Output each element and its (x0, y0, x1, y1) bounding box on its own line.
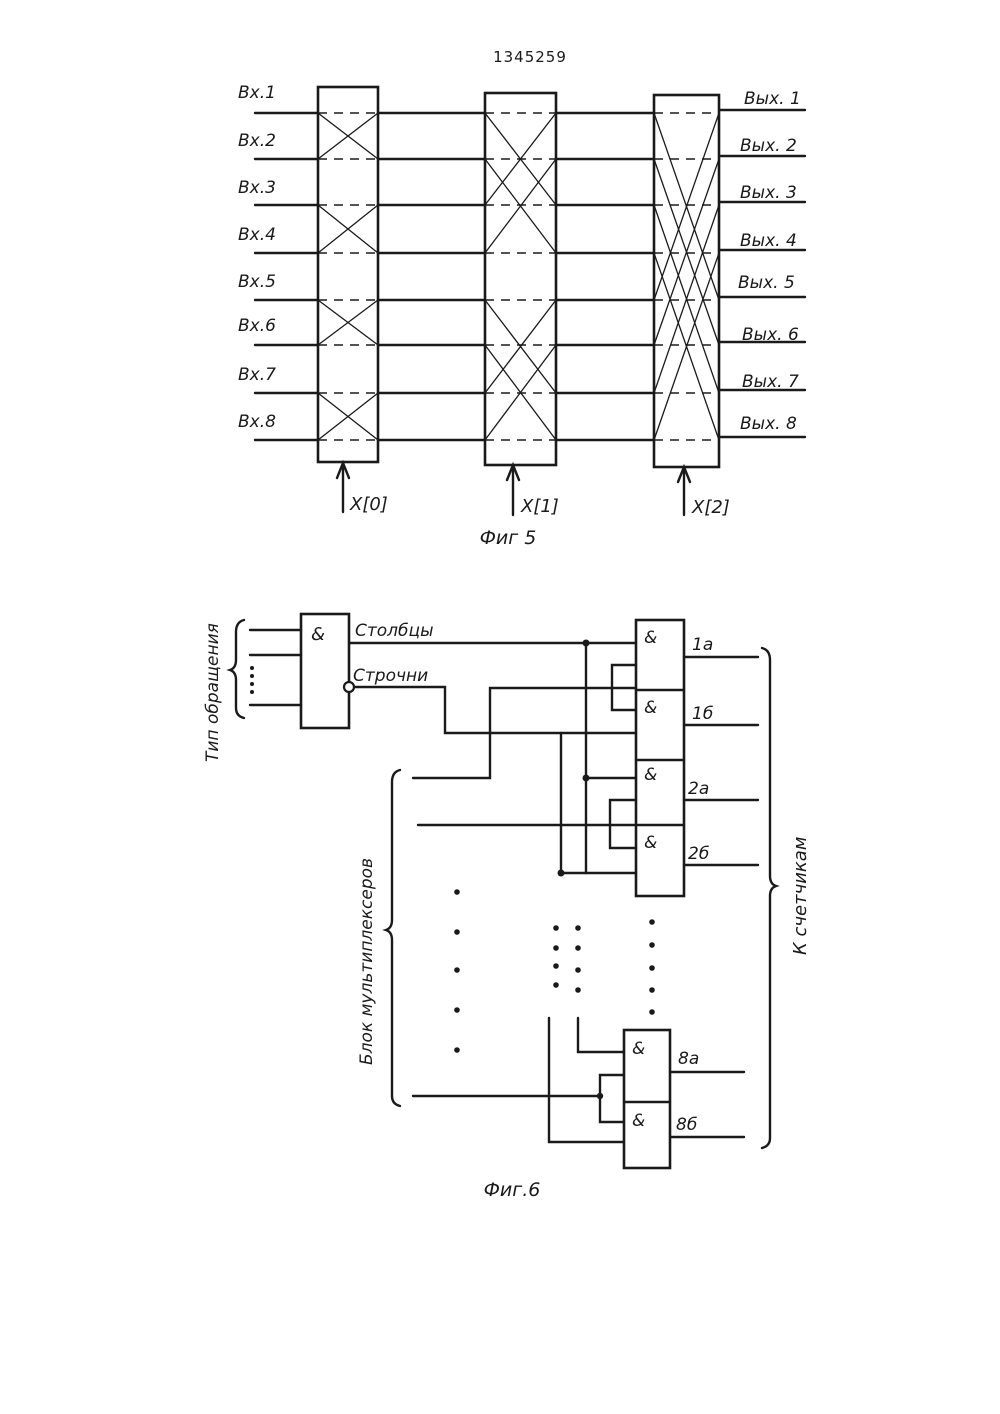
access-input-dots (250, 666, 254, 694)
gate-2a-symbol: & (644, 765, 657, 785)
output-label-6: Вых. 6 (742, 325, 799, 345)
input-label-1: Вх.1 (238, 83, 276, 103)
output-label-5: Вых. 5 (738, 273, 795, 293)
control-label-x1: X[1] (520, 496, 559, 517)
output-gates-lower (624, 1030, 670, 1168)
rows-label: Строчни (353, 666, 428, 686)
input-label-7: Вх.7 (238, 365, 276, 385)
stage-0-box (318, 87, 378, 462)
mux-block-label: Блок мультиплексеров (357, 858, 377, 1065)
counters-brace (762, 648, 776, 1148)
continuation-dots (454, 889, 655, 1053)
control-x0: X[0] (337, 463, 388, 515)
output-2b-label: 2б (688, 844, 709, 864)
gate-1b-symbol: & (644, 698, 657, 718)
to-counters-label: К счетчикам (790, 837, 811, 955)
gate-1a-symbol: & (644, 628, 657, 648)
control-x2: X[2] (678, 467, 730, 518)
columns-label: Столбцы (355, 621, 434, 641)
gate-8a-symbol: & (632, 1039, 645, 1059)
gate-8b-symbol: & (632, 1111, 645, 1131)
access-type-label: Тип обращения (203, 623, 223, 762)
output-label-3: Вых. 3 (740, 183, 797, 203)
patent-number: 1345259 (493, 48, 567, 66)
output-gates-upper (636, 620, 684, 896)
fig5-caption: Фиг 5 (480, 527, 537, 549)
output-8a-label: 8a (678, 1049, 699, 1069)
output-label-1: Вых. 1 (744, 89, 801, 109)
input-label-4: Вх.4 (238, 225, 276, 245)
input-label-6: Вх.6 (238, 316, 276, 336)
output-8b-label: 8б (676, 1115, 697, 1135)
fig6-caption: Фиг.6 (484, 1179, 541, 1201)
fig5-permutation-network: Вх.1 Вх.2 Вх.3 Вх.4 Вх.5 Вх.6 Вх.7 Вх.8 … (238, 83, 805, 549)
mux-block-brace (386, 770, 400, 1106)
fig6-mux-logic: Тип обращения & Столбцы Строчни (203, 614, 811, 1201)
input-label-2: Вх.2 (238, 131, 276, 151)
control-label-x2: X[2] (691, 497, 730, 518)
access-gate-symbol: & (311, 624, 325, 645)
output-1a-label: 1a (692, 635, 713, 655)
output-label-2: Вых. 2 (740, 136, 797, 156)
output-label-7: Вых. 7 (742, 372, 799, 392)
control-x1: X[1] (507, 465, 559, 517)
fig5-input-labels: Вх.1 Вх.2 Вх.3 Вх.4 Вх.5 Вх.6 Вх.7 Вх.8 (238, 83, 276, 432)
input-label-5: Вх.5 (238, 272, 276, 292)
control-label-x0: X[0] (349, 494, 388, 515)
output-1b-label: 1б (692, 704, 713, 724)
fig5-output-labels: Вых. 1 Вых. 2 Вых. 3 Вых. 4 Вых. 5 Вых. … (738, 89, 801, 434)
input-label-3: Вх.3 (238, 178, 276, 198)
output-2a-label: 2a (688, 779, 709, 799)
access-type-brace (230, 620, 244, 718)
output-label-8: Вых. 8 (740, 414, 797, 434)
output-label-4: Вых. 4 (740, 231, 797, 251)
input-label-8: Вх.8 (238, 412, 276, 432)
gate-2b-symbol: & (644, 833, 657, 853)
stage-1-box (485, 93, 556, 465)
